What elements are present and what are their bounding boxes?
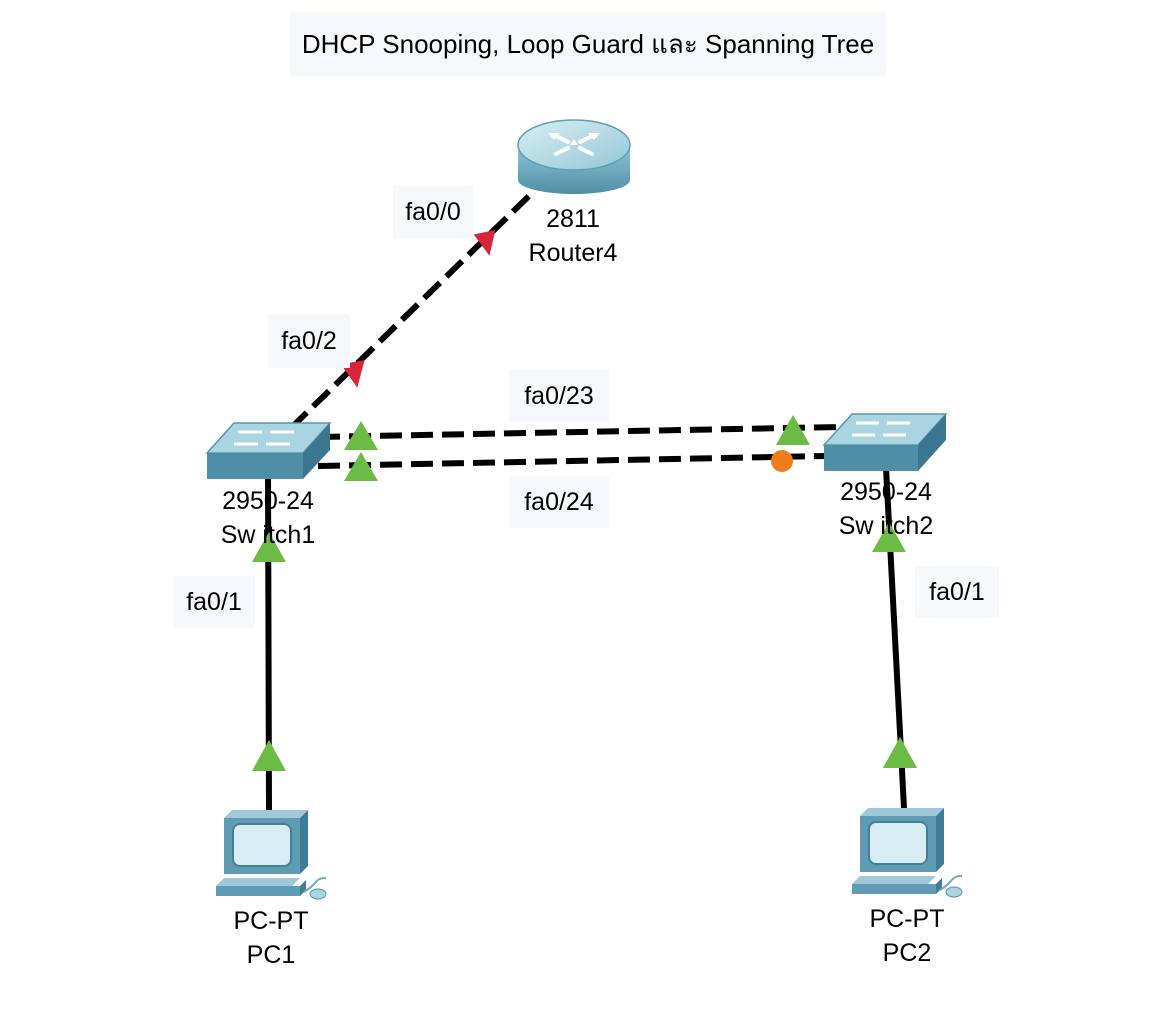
link-fa0-23[interactable] bbox=[317, 424, 841, 440]
switch1-model: 2950-24 bbox=[222, 487, 314, 515]
port-label-fa0-24: fa0/24 bbox=[509, 476, 609, 528]
pc2-model: PC-PT bbox=[869, 905, 945, 933]
status-up-switch1-fa0-23 bbox=[344, 421, 378, 450]
status-up-switch1-fa0-1 bbox=[252, 532, 286, 562]
router4-model: 2811 bbox=[546, 205, 600, 233]
switch2-label: 2950-24 Sw itch2 bbox=[816, 475, 956, 543]
status-up-pc1 bbox=[252, 740, 286, 771]
switch1-label: 2950-24 Sw itch1 bbox=[198, 484, 338, 552]
status-down-router-fa0-0 bbox=[473, 229, 496, 256]
port-label-switch1-fa0-1: fa0/1 bbox=[173, 576, 255, 628]
port-label-switch1-fa0-2: fa0/2 bbox=[268, 314, 350, 368]
port-label-switch2-fa0-1: fa0/1 bbox=[915, 566, 999, 618]
status-up-switch1-fa0-24 bbox=[344, 452, 378, 481]
router4-label: 2811 Router4 bbox=[513, 202, 633, 270]
router-icon[interactable] bbox=[517, 119, 631, 194]
pc2-name: PC2 bbox=[882, 939, 932, 967]
pc1-label: PC-PT PC1 bbox=[216, 904, 326, 972]
router4-name: Router4 bbox=[528, 239, 618, 267]
status-blocking-switch2-fa0-24 bbox=[771, 450, 793, 472]
status-up-switch2-fa0-1 bbox=[872, 522, 906, 552]
pc2-icon[interactable] bbox=[852, 808, 963, 898]
status-up-switch2-fa0-23 bbox=[776, 415, 810, 445]
port-label-fa0-23: fa0/23 bbox=[509, 370, 609, 422]
pc1-name: PC1 bbox=[246, 941, 296, 969]
port-label-router-fa0-0: fa0/0 bbox=[393, 186, 473, 238]
diagram-title: DHCP Snooping, Loop Guard และ Spanning T… bbox=[290, 12, 886, 76]
switch2-name: Sw itch2 bbox=[838, 512, 934, 540]
pc2-label: PC-PT PC2 bbox=[852, 902, 962, 970]
switch1-name: Sw itch1 bbox=[220, 521, 316, 549]
pc1-icon[interactable] bbox=[216, 810, 327, 900]
pc1-model: PC-PT bbox=[233, 907, 309, 935]
switch2-model: 2950-24 bbox=[840, 478, 932, 506]
link-router-switch1[interactable] bbox=[288, 192, 533, 431]
status-up-pc2 bbox=[883, 737, 917, 768]
switch2-icon[interactable] bbox=[822, 413, 948, 471]
link-fa0-24[interactable] bbox=[317, 453, 825, 469]
switch1-icon[interactable] bbox=[205, 422, 332, 479]
